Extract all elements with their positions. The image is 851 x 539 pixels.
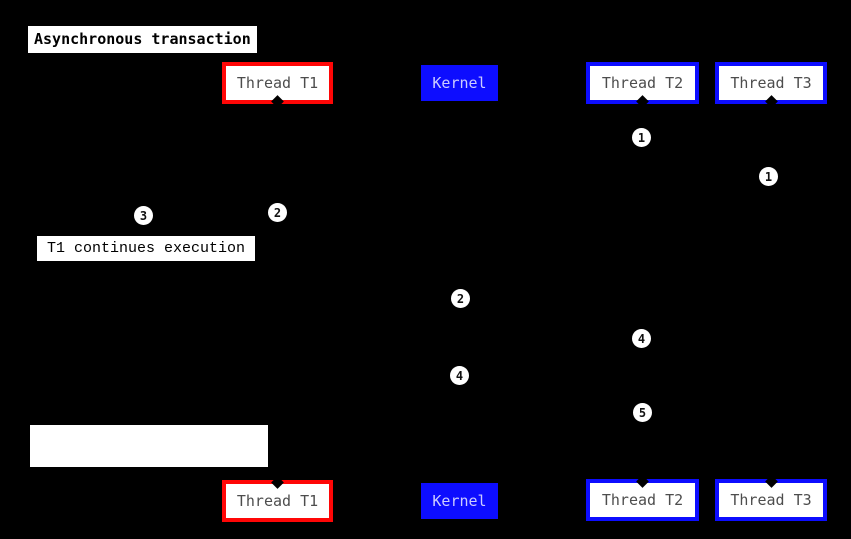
actor-label-thread-t1: Thread T1 (236, 74, 319, 92)
actor-box-thread-t3-top: Thread T3 (715, 62, 827, 108)
actor-label-thread-t3: Thread T3 (730, 491, 812, 509)
step-marker-2-thread-t1: 2 (268, 203, 287, 222)
step-marker-2-kernel: 2 (451, 289, 470, 308)
actor-label-thread-t3: Thread T3 (730, 74, 812, 92)
actor-box-kernel-bottom: Kernel (421, 483, 498, 519)
actor-box-thread-t1-top: Thread T1 (222, 62, 333, 108)
actor-label-thread-t1: Thread T1 (236, 492, 319, 510)
actor-box-thread-t2-bottom: Thread T2 (586, 475, 699, 521)
step-marker-4-kernel: 4 (450, 366, 469, 385)
actor-label-kernel: Kernel (432, 74, 487, 92)
lifeline-notch (271, 95, 284, 108)
step-marker-1-thread-t3: 1 (759, 167, 778, 186)
step-marker-4-thread-t2: 4 (632, 329, 651, 348)
actor-label-thread-t2: Thread T2 (601, 491, 684, 509)
lifeline-notch (764, 95, 778, 108)
step-marker-5-thread-t2: 5 (633, 403, 652, 422)
actor-label-kernel: Kernel (432, 492, 487, 510)
note-blank (30, 425, 268, 467)
actor-box-thread-t1-bottom: Thread T1 (222, 476, 333, 522)
note-t1-continues-execution: T1 continues execution (37, 236, 255, 261)
lifeline-notch (764, 475, 778, 488)
step-marker-3-left: 3 (134, 206, 153, 225)
actor-label-thread-t2: Thread T2 (601, 74, 684, 92)
lifeline-notch (636, 95, 649, 108)
lifeline-notch (636, 475, 649, 488)
actor-box-thread-t2-top: Thread T2 (586, 62, 699, 108)
diagram-title: Asynchronous transaction (28, 26, 257, 53)
step-marker-1-thread-t2: 1 (632, 128, 651, 147)
lifeline-notch (271, 476, 284, 489)
actor-box-kernel-top: Kernel (421, 65, 498, 101)
actor-box-thread-t3-bottom: Thread T3 (715, 475, 827, 521)
